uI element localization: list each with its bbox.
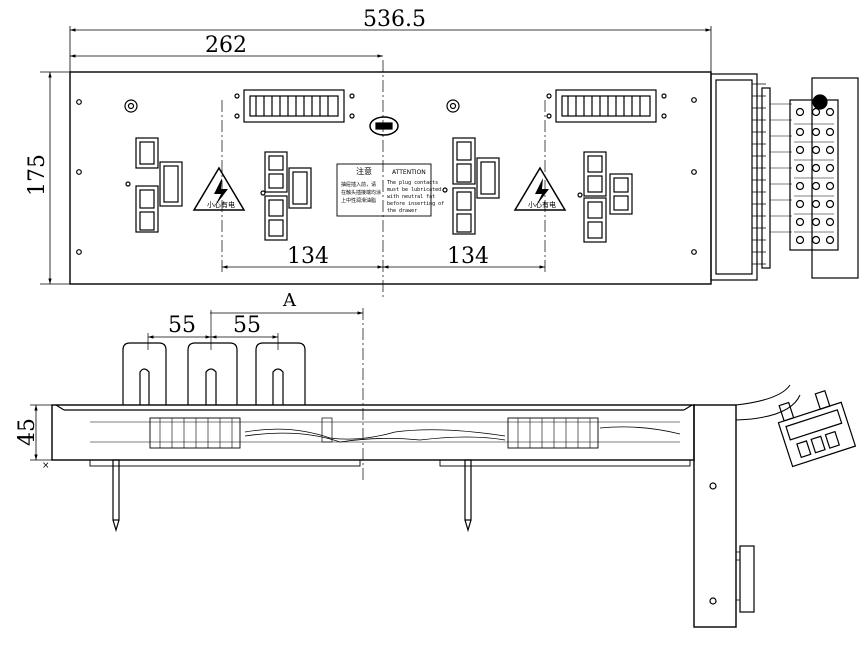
side-view [30,308,857,628]
notice-cn-line-2: 在触头插接端均涂 [341,189,381,196]
side-connector-assembly [710,73,859,281]
socket-group-1 [135,137,183,233]
warning-label-right: 小心有电 [528,200,556,209]
end-panel [693,404,737,628]
guide-pin-left [112,459,120,533]
guide-pin-right [464,459,472,533]
socket-group-3 [452,137,500,235]
notice-title-cn: 注意 [356,166,372,176]
dim-span-right: 134 [447,244,489,269]
dim-height: 175 [25,154,50,196]
high-voltage-warning-icon-left [192,166,246,211]
notice-en-line-1: The plug contacts [387,180,438,186]
dim-span-left: 134 [287,244,329,269]
notice-cn-line-3: 上中性润滑油脂 [341,197,376,204]
contact-fingers [122,342,306,405]
warning-label-left: 小心有电 [207,200,235,209]
notice-en-line-3: with neutral fat [387,194,435,200]
high-voltage-warning-icon-right [513,166,567,211]
dim-to-center: 262 [205,33,247,58]
dim-pitch-1: 55 [168,313,196,338]
plug-connector [777,390,857,468]
dim-pitch-2: 55 [233,313,261,338]
attention-label [336,163,432,217]
terminal-block-left [243,89,345,123]
corner-mark: × [42,461,50,471]
mounting-holes [76,93,697,255]
notice-en-line-2: must be lubricated [387,187,441,193]
terminal-block-right [555,89,657,123]
top-view [40,26,859,300]
socket-group-4 [583,151,633,243]
notice-en-line-4: before inserting of [387,201,444,207]
socket-group-2 [264,151,312,241]
notice-title-en: ATTENTION [392,169,426,176]
notice-cn-line-1: 抽屉插入前，请 [341,181,376,188]
dim-overall-width: 536.5 [363,7,426,32]
logo-badge-icon [369,116,399,136]
dim-ref-a: A [282,290,297,311]
dim-side-height: 45 [15,418,40,446]
notice-en-line-5: the drawer [387,208,417,214]
